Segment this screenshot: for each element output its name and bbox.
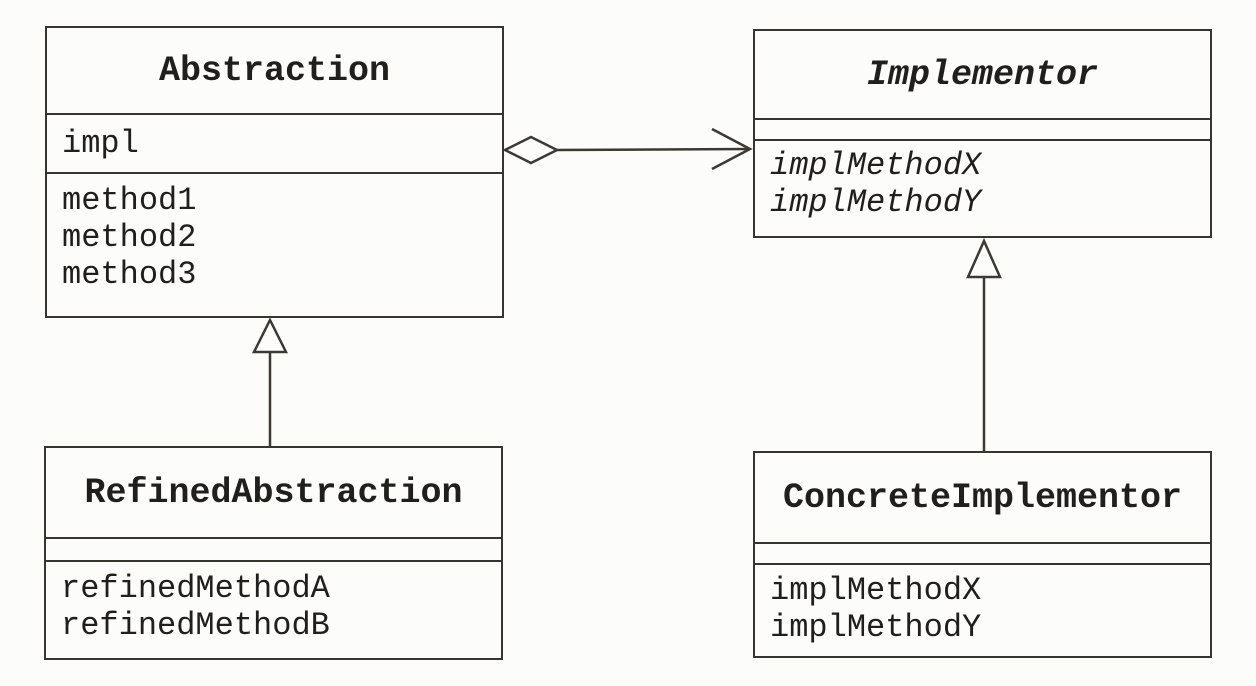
method-item: implMethodX [770,572,982,609]
method-item: refinedMethodB [61,607,330,644]
class-name: RefinedAbstraction [46,448,501,539]
method-item: refinedMethodA [61,570,330,607]
method-item: implMethodX [770,147,982,184]
class-box-refined-abstraction: RefinedAbstraction refinedMethodA refine… [44,446,503,660]
class-name: Abstraction [47,28,502,115]
attributes-compartment [755,544,1210,565]
method-item: method1 [62,182,197,219]
attributes-compartment [46,539,501,562]
method-item: method2 [62,219,197,256]
aggregation-diamond [502,135,560,165]
method-item: implMethodY [770,184,982,221]
class-box-implementor: Implementor implMethodX implMethodY [753,29,1212,238]
aggregation-connector-line [555,147,751,152]
class-box-abstraction: Abstraction impl method1 method2 method3 [45,26,504,318]
generalization-triangle-abstraction [251,317,289,354]
attributes-compartment [755,120,1210,141]
methods-compartment: refinedMethodA refinedMethodB [46,562,501,658]
method-item: method3 [62,256,197,293]
class-name: Implementor [755,31,1210,120]
attributes-compartment: impl [47,115,502,174]
method-item: implMethodY [770,609,982,646]
methods-compartment: implMethodX implMethodY [755,141,1210,236]
class-name: ConcreteImplementor [755,453,1210,544]
methods-compartment: implMethodX implMethodY [755,565,1210,656]
methods-compartment: method1 method2 method3 [47,174,502,316]
attribute-item: impl [62,125,139,162]
aggregation-arrowhead [711,127,753,171]
class-box-concrete-implementor: ConcreteImplementor implMethodX implMeth… [753,451,1212,658]
generalization-triangle-implementor [966,237,1002,279]
